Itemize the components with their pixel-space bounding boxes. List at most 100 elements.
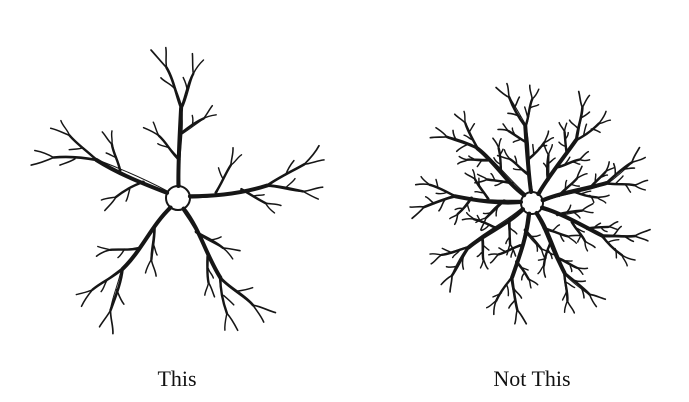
tree-arm-6-twig-twig bbox=[530, 235, 540, 237]
tree-arm-9-fork-twig bbox=[457, 145, 468, 152]
tree-arm-9-twig-fork bbox=[458, 160, 468, 164]
tree-arm-6-fork-edge bbox=[496, 277, 511, 301]
tree-arm-1-twig-twig bbox=[192, 116, 193, 127]
tree-arm-7-fork-twig bbox=[442, 248, 451, 252]
tree-arm-4-twig-twig bbox=[574, 212, 580, 218]
tree-arm-7-fork-fork bbox=[430, 254, 442, 255]
tree-arm-1-fork-twig bbox=[515, 97, 520, 107]
tree-arm-3-fork-twig bbox=[237, 288, 253, 292]
tree-arm-5-twig-fork bbox=[568, 236, 577, 243]
tree-arm-5-twig-twig bbox=[126, 190, 130, 202]
tree-arm-4-twig-fork bbox=[608, 222, 617, 227]
tree-arm-3-fork-fork bbox=[225, 313, 227, 330]
tree-arm-3-twig-fork bbox=[209, 283, 215, 297]
tree-arm-3-fork-fork bbox=[634, 185, 645, 190]
tree-arm-9-twig-fork bbox=[499, 139, 501, 149]
tree-arm-7-twig-fork bbox=[481, 259, 484, 268]
sparse-branching-tree bbox=[31, 48, 324, 334]
tree-arm-2-twig-fork bbox=[565, 123, 567, 132]
tree-arm-7-fork-fork bbox=[431, 255, 442, 264]
tree-arm-8-fork-twig bbox=[426, 197, 435, 204]
tree-arm-5-fork-twig bbox=[69, 148, 83, 150]
tree-arm-2-twig-twig bbox=[572, 162, 580, 164]
tree-arm-3-twig-twig bbox=[571, 184, 579, 186]
tree-arm-4-fork-fork bbox=[635, 230, 650, 237]
tree-arm-7-twig-fork bbox=[483, 259, 488, 269]
tree-arm-9-twig-fork bbox=[493, 138, 499, 148]
tree-arm-5-twig-fork bbox=[538, 266, 544, 274]
tree-arm-2-twig-fork bbox=[580, 160, 590, 161]
tree-arm-7-fork-twig bbox=[447, 266, 458, 267]
tree-arm-3-fork-twig bbox=[614, 164, 616, 176]
tree-arm-4-fork-fork bbox=[111, 310, 113, 334]
tree-arm-7-twig-fork bbox=[462, 219, 474, 220]
tree-arm-1-fork-fork bbox=[166, 48, 167, 68]
tree-arm-4-fork-twig bbox=[117, 290, 124, 305]
tree-arm-1-fork-fork bbox=[151, 50, 167, 68]
tree-arm-5-fork-twig bbox=[60, 159, 75, 165]
tree-arm-2-twig-fork bbox=[580, 152, 589, 160]
dense-branching-tree bbox=[410, 84, 650, 324]
tree-arm-2-fork-fork bbox=[579, 92, 583, 108]
tree-arm-1-fork-twig bbox=[183, 78, 187, 91]
tree-arm-5-twig bbox=[544, 243, 551, 266]
tree-arm-1-fork-fork bbox=[193, 60, 203, 74]
tree-arm-2-fork-twig bbox=[570, 120, 579, 129]
tree-arm-3-twig-twig bbox=[209, 237, 221, 240]
tree-arm-5-twig-twig bbox=[552, 225, 560, 231]
tree-arm-8-fork-twig bbox=[436, 192, 447, 193]
tree-arm-2-twig-fork bbox=[559, 123, 564, 132]
tree-arm-1-twig bbox=[528, 142, 544, 159]
tree-arm-5-twig-fork bbox=[102, 132, 112, 144]
tree-arm-4-fork-fork bbox=[100, 310, 111, 327]
tree-arm-9-twig-twig bbox=[495, 182, 504, 185]
tree-arm-9-fork-twig bbox=[469, 124, 474, 132]
tree-arm-4-twig-fork bbox=[146, 259, 152, 273]
tree-arm-4-twig-fork bbox=[97, 250, 111, 256]
tree-arm-7-fork-fork bbox=[441, 276, 452, 285]
tree-arm-2-fork-fork bbox=[303, 191, 318, 199]
tree-arm-2-twig-twig bbox=[219, 168, 224, 179]
tree-arm-2-twig-fork bbox=[231, 148, 233, 165]
tree-arm-4-twig-fork bbox=[608, 227, 617, 229]
tree-arm-8-twig-twig bbox=[484, 212, 493, 213]
tree-arm-5-fork-fork bbox=[35, 151, 54, 158]
tree-arm-5-fork-fork bbox=[31, 158, 53, 166]
tree-arm-3-twig-fork bbox=[205, 283, 209, 296]
tree-arm-3-twig-twig bbox=[208, 269, 213, 279]
tree-arm-2-twig-fork bbox=[544, 143, 549, 155]
tree-arm-6-fork-twig bbox=[507, 285, 509, 296]
tree-arm-6-fork-twig bbox=[509, 299, 516, 308]
tree-arm-1-fork-fork bbox=[530, 85, 532, 99]
tree-arm-2-fork-twig bbox=[285, 179, 295, 189]
tree-arm-7-fork-twig bbox=[463, 257, 464, 270]
tree-arm-3-fork-twig bbox=[224, 295, 234, 305]
tree-arm-9-fork-fork bbox=[455, 114, 466, 123]
tree-arm-1-twig-twig bbox=[533, 145, 534, 154]
tree-arm-2-twig-fork bbox=[266, 203, 281, 205]
tree-arm-4-fork-twig bbox=[615, 249, 616, 258]
tree-arm-6-twig-fork bbox=[491, 254, 499, 262]
tree-arm-7-fork-fork bbox=[450, 276, 452, 292]
tree-arm-3-twig-twig bbox=[595, 174, 596, 182]
tree-arm-6-twig-fork bbox=[489, 254, 499, 255]
tree-arm-5-twig-fork bbox=[568, 235, 581, 236]
tree-arm-4-fork-twig bbox=[609, 240, 619, 242]
tree-arm-3-fork-fork bbox=[227, 313, 238, 330]
tree-arm-2-fork-fork bbox=[303, 187, 323, 191]
tree-arm-2-fork-fork bbox=[582, 95, 589, 107]
tree-arm-8-fork-fork bbox=[412, 207, 424, 218]
tree-arm-3-fork-twig bbox=[616, 176, 623, 184]
tree-arm-6-twig-twig bbox=[499, 248, 506, 252]
tree-arm-4-twig-fork bbox=[582, 211, 593, 213]
tree-arm-3-fork-fork bbox=[634, 180, 647, 185]
tree-arm-5-twig-edge bbox=[544, 243, 550, 266]
tree-arm-6-twig-twig bbox=[522, 273, 525, 280]
tree-arm-8-fork-fork bbox=[416, 184, 430, 185]
tree-arm-6-fork-fork bbox=[517, 310, 526, 324]
tree-arm-1-fork-twig bbox=[525, 107, 528, 117]
tree-arm-3-twig-twig bbox=[582, 191, 591, 193]
tree-arm-6-twig bbox=[525, 230, 542, 250]
